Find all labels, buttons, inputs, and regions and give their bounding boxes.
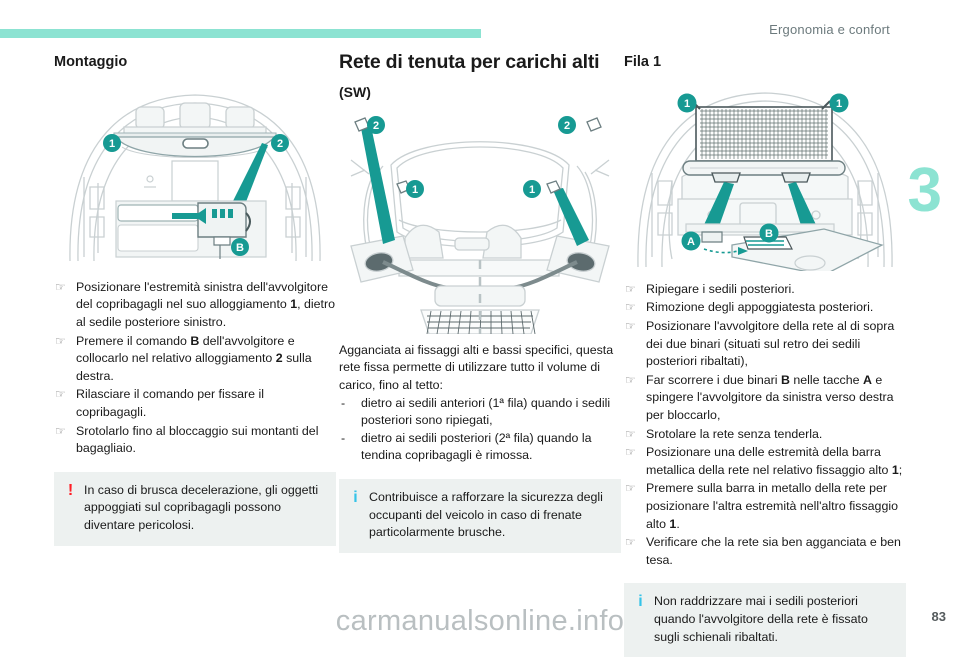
step-item: ☞ Far scorrere i due binari B nelle tacch… xyxy=(624,372,906,425)
dash-item: -dietro ai sedili anteriori (1ª fila) qu… xyxy=(339,395,621,430)
figure-callout-b: B xyxy=(759,223,779,243)
pointing-hand-icon: ☞ xyxy=(625,445,636,460)
page-number: 83 xyxy=(931,609,946,624)
svg-text:2: 2 xyxy=(373,120,379,132)
pointing-hand-icon: ☞ xyxy=(55,387,66,402)
figure-callout-2: 2 xyxy=(271,133,289,152)
step-item: ☞ Premere sulla barra in metallo della re… xyxy=(624,480,906,533)
info-text: Contribuisce a rafforzare la sicurezza d… xyxy=(369,490,603,540)
column-left: Montaggio xyxy=(54,52,336,546)
pointing-hand-icon: ☞ xyxy=(625,481,636,496)
high-load-retaining-net-illustration: 2 2 1 1 xyxy=(339,110,621,334)
dash-text: dietro ai sedili anteriori (1ª fila) qua… xyxy=(361,395,611,428)
middle-subheading: (SW) xyxy=(339,83,371,100)
svg-text:1: 1 xyxy=(684,98,690,110)
figure-callout-2-right: 2 xyxy=(558,115,576,134)
step-item: ☞ Verificare che la rete sia ben aggancia… xyxy=(624,534,906,569)
step-text: Rilasciare il comando per fissare il cop… xyxy=(76,387,264,419)
svg-text:1: 1 xyxy=(529,184,535,196)
pointing-hand-icon: ☞ xyxy=(55,333,66,348)
warning-icon: ! xyxy=(67,481,74,499)
header-accent-rule xyxy=(0,29,481,38)
step-text: Premere il comando B dell'avvolgitore e … xyxy=(76,333,312,383)
info-callout-middle: i Contribuisce a rafforzare la sicurezza… xyxy=(339,479,621,553)
figure-callout-1-right: 1 xyxy=(829,93,849,113)
step-item: ☞ Rimozione degli appoggiatesta posterior… xyxy=(624,299,906,317)
step-text: Far scorrere i due binari B nelle tacche… xyxy=(646,372,894,422)
figure-callout-1-left: 1 xyxy=(677,93,697,113)
left-heading: Montaggio xyxy=(54,54,128,70)
pointing-hand-icon: ☞ xyxy=(625,426,636,441)
info-text: Non raddrizzare mai i sedili posteriori … xyxy=(654,594,868,644)
info-callout-right: i Non raddrizzare mai i sedili posterior… xyxy=(624,583,906,657)
step-item: ☞ Posizionare l'estremità sinistra dell'a… xyxy=(54,279,336,332)
info-icon: i xyxy=(638,593,643,611)
middle-intro-text: Agganciata ai fissaggi alti e bassi spec… xyxy=(339,342,614,393)
warning-text: In caso di brusca decelerazione, gli ogg… xyxy=(84,482,319,532)
row-one-net-installation-illustration: 1 1 A B xyxy=(624,81,906,271)
svg-text:A: A xyxy=(687,236,695,248)
right-steps-list: ☞ Ripiegare i sedili posteriori. ☞ Rimozio… xyxy=(624,281,906,570)
step-text: Ripiegare i sedili posteriori. xyxy=(646,281,795,296)
step-text: Srotolare la rete senza tenderla. xyxy=(646,426,823,441)
dash-icon: - xyxy=(341,395,346,410)
middle-dash-list: -dietro ai sedili anteriori (1ª fila) qu… xyxy=(339,395,621,465)
step-text: Srotolarlo fino al bloccaggio sui montan… xyxy=(76,423,319,456)
svg-text:1: 1 xyxy=(109,138,115,150)
step-item: ☞ Srotolarlo fino al bloccaggio sui monta… xyxy=(54,423,336,458)
pointing-hand-icon: ☞ xyxy=(625,372,636,387)
figure-callout-2-left: 2 xyxy=(367,115,385,134)
figure-callout-b: B xyxy=(231,237,249,256)
pointing-hand-icon: ☞ xyxy=(625,535,636,550)
left-steps-list: ☞ Posizionare l'estremità sinistra dell'a… xyxy=(54,279,336,458)
figure-callout-1-left: 1 xyxy=(406,179,424,198)
chapter-number-tab: 3 xyxy=(907,156,942,225)
dash-item: -dietro ai sedili posteriori (2ª fila) q… xyxy=(339,430,621,465)
column-middle: Rete di tenuta per carichi alti (SW) xyxy=(339,51,621,553)
dash-text: dietro ai sedili posteriori (2ª fila) qu… xyxy=(361,430,592,463)
pointing-hand-icon: ☞ xyxy=(625,300,636,315)
dash-icon: - xyxy=(341,430,346,445)
pointing-hand-icon: ☞ xyxy=(625,318,636,333)
info-icon: i xyxy=(353,489,358,507)
step-text: Posizionare l'avvolgitore della rete al … xyxy=(646,318,895,369)
svg-text:1: 1 xyxy=(836,98,842,110)
step-item: ☞ Srotolare la rete senza tenderla. xyxy=(624,426,906,444)
step-item: ☞ Premere il comando B dell'avvolgitore e… xyxy=(54,333,336,386)
svg-text:B: B xyxy=(236,242,244,254)
svg-text:2: 2 xyxy=(564,120,570,132)
pointing-hand-icon: ☞ xyxy=(55,423,66,438)
step-text: Posizionare una delle estremità della ba… xyxy=(646,445,903,477)
step-text: Verificare che la rete sia ben agganciat… xyxy=(646,535,901,567)
step-text: Rimozione degli appoggiatesta posteriori… xyxy=(646,300,874,315)
pointing-hand-icon: ☞ xyxy=(55,279,66,294)
step-item: ☞ Ripiegare i sedili posteriori. xyxy=(624,281,906,299)
right-heading: Fila 1 xyxy=(624,54,662,70)
warning-callout: ! In caso di brusca decelerazione, gli o… xyxy=(54,471,336,546)
middle-heading: Rete di tenuta per carichi alti xyxy=(339,51,600,73)
figure-callout-1: 1 xyxy=(103,133,121,152)
figure-callout-1-right: 1 xyxy=(523,179,541,198)
step-text: Posizionare l'estremità sinistra dell'av… xyxy=(76,279,336,329)
parcel-shelf-mounting-illustration: 1 2 B xyxy=(54,81,336,269)
figure-callout-a: A xyxy=(681,231,701,251)
step-item: ☞ Rilasciare il comando per fissare il co… xyxy=(54,386,336,421)
step-item: ☞ Posizionare una delle estremità della b… xyxy=(624,444,906,479)
svg-text:2: 2 xyxy=(277,138,283,150)
page-section-title: Ergonomia e confort xyxy=(769,22,890,37)
step-item: ☞ Posizionare l'avvolgitore della rete al… xyxy=(624,318,906,371)
svg-text:1: 1 xyxy=(412,184,418,196)
column-right: Fila 1 xyxy=(624,52,906,657)
step-text: Premere sulla barra in metallo della ret… xyxy=(646,481,898,531)
pointing-hand-icon: ☞ xyxy=(625,281,636,296)
svg-text:B: B xyxy=(765,228,773,240)
